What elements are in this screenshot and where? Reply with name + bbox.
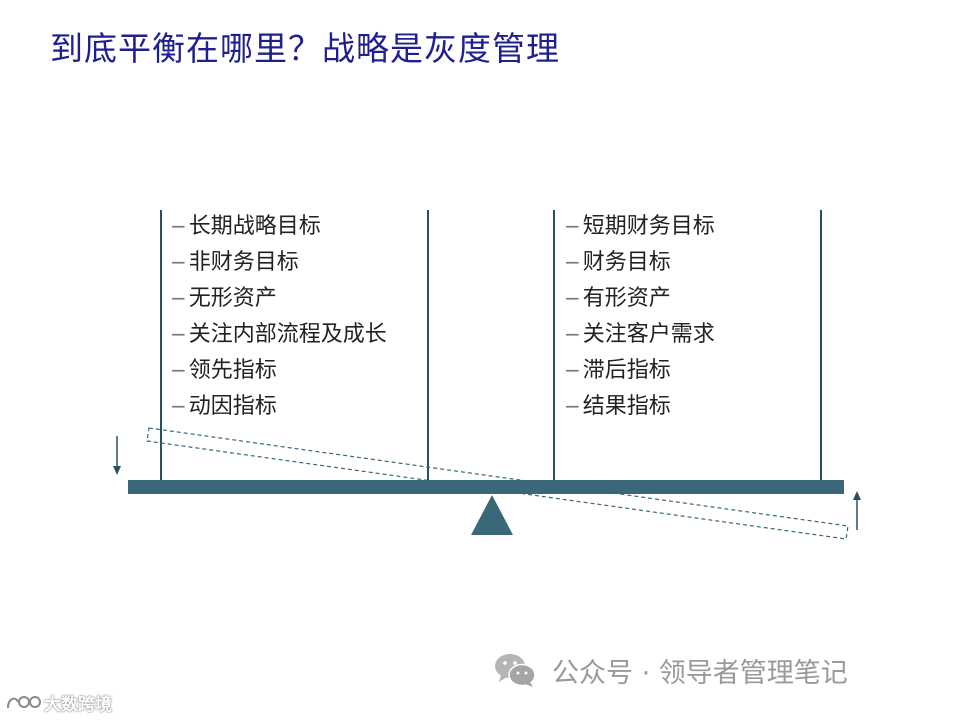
dash-icon: − [564, 358, 581, 382]
list-item: −财务目标 [564, 250, 671, 275]
list-item: −关注内部流程及成长 [170, 322, 387, 347]
up-arrow-icon [853, 491, 861, 530]
list-item: −关注客户需求 [564, 322, 715, 347]
dash-icon: − [170, 286, 187, 310]
list-item: −动因指标 [170, 394, 277, 419]
list-item: −领先指标 [170, 358, 277, 383]
list-item: −长期战略目标 [170, 214, 321, 239]
dash-icon: − [170, 250, 187, 274]
balance-beam [128, 480, 844, 494]
dash-icon: − [564, 286, 581, 310]
watermark: 公众号 · 领导者管理笔记 [492, 650, 848, 690]
page-title: 到底平衡在哪里？战略是灰度管理 [50, 29, 560, 68]
dash-icon: − [170, 214, 187, 238]
fulcrum-triangle [471, 495, 513, 535]
dash-icon: − [564, 394, 581, 418]
dash-icon: − [170, 322, 187, 346]
list-item: −非财务目标 [170, 250, 299, 275]
right-attribute-list: −短期财务目标 −财务目标 −有形资产 −关注客户需求 −滞后指标 −结果指标 [564, 208, 715, 424]
dash-icon: − [170, 394, 187, 418]
down-arrow-icon [113, 436, 121, 475]
watermark-text: 公众号 · 领导者管理笔记 [552, 657, 848, 689]
list-item: −有形资产 [564, 286, 671, 311]
corner-logo-text: 大数跨境 [44, 694, 112, 715]
wechat-icon [495, 654, 536, 687]
dash-icon: − [564, 322, 581, 346]
logo-mark-icon [7, 696, 41, 709]
dash-icon: − [170, 358, 187, 382]
list-item: −滞后指标 [564, 358, 671, 383]
list-item: −结果指标 [564, 394, 671, 419]
list-item: −短期财务目标 [564, 214, 715, 239]
dash-icon: − [564, 214, 581, 238]
list-item: −无形资产 [170, 286, 277, 311]
left-attribute-list: −长期战略目标 −非财务目标 −无形资产 −关注内部流程及成长 −领先指标 −动… [170, 208, 387, 424]
dash-icon: − [564, 250, 581, 274]
corner-logo: 大数跨境 [6, 690, 112, 715]
